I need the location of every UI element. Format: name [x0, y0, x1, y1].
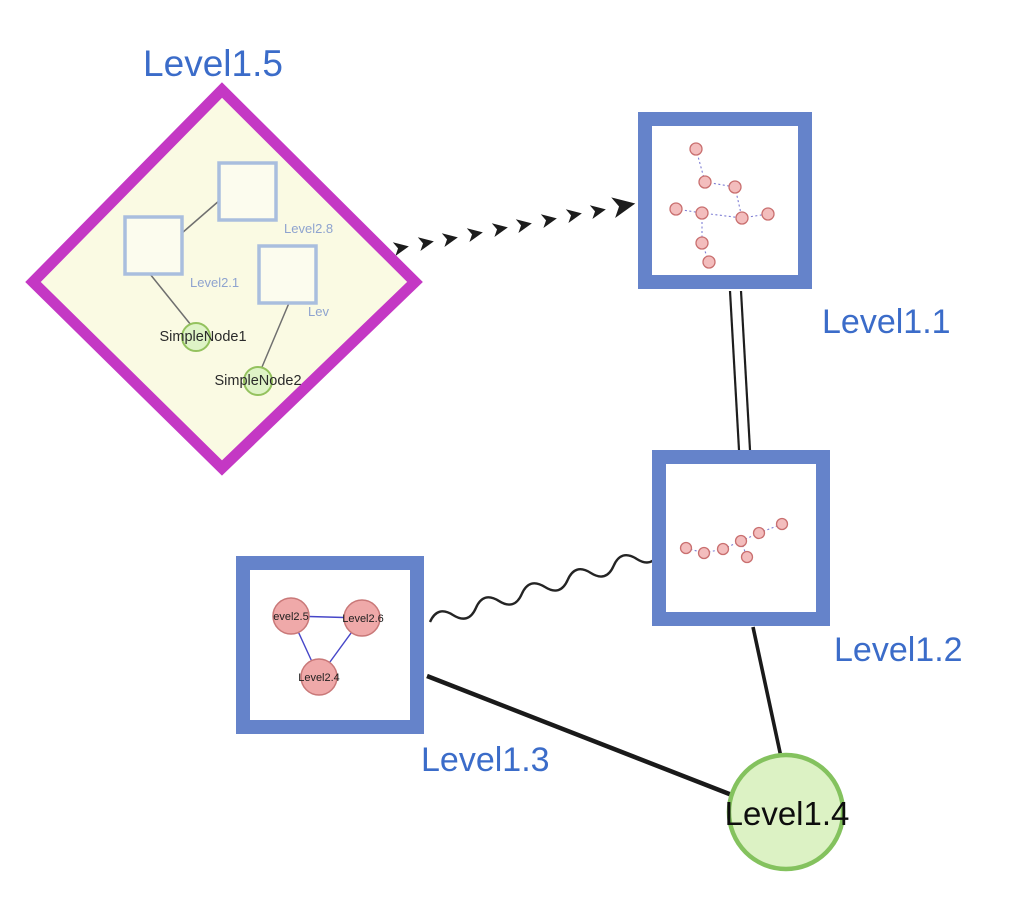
mini-node[interactable] — [689, 142, 703, 156]
node-level1-4-label: Level1.4 — [725, 795, 850, 832]
node-level1-5[interactable]: Level2.8 Level2.1 Lev SimpleNode1 Simple… — [25, 82, 423, 476]
mini-node[interactable] — [761, 207, 775, 221]
mini-edge[interactable] — [740, 532, 760, 542]
edge-level1-1-to-level1-2[interactable] — [728, 290, 752, 451]
arrowhead-icon — [611, 193, 638, 218]
node-level1-3[interactable]: evel2.5 Level2.6 Level2.4 — [236, 556, 424, 734]
mini-node[interactable] — [734, 534, 748, 548]
mini-node[interactable] — [669, 202, 683, 216]
node-level1-5-label: Level1.5 — [143, 43, 283, 84]
node-level2-5-label: evel2.5 — [273, 611, 308, 623]
double-edge-line[interactable] — [739, 290, 752, 451]
node-level2-6-label: Level2.6 — [342, 613, 384, 625]
inner-edge[interactable] — [181, 199, 221, 234]
mini-edge[interactable] — [703, 548, 724, 554]
node-level2-8-label: Level2.8 — [284, 221, 333, 236]
node-level2-4-label: Level2.4 — [298, 672, 340, 684]
node-level2-1[interactable] — [123, 215, 184, 276]
edge-level1-2-to-level1-4[interactable] — [751, 626, 783, 758]
mini-node[interactable] — [695, 236, 709, 250]
edge-level1-5-to-level1-1[interactable] — [392, 193, 638, 256]
edge-level1-3-to-level1-4[interactable] — [426, 673, 738, 800]
mini-node[interactable] — [702, 255, 716, 269]
diamond-shape[interactable] — [25, 82, 423, 476]
node-level1-2[interactable] — [652, 450, 830, 626]
mini-node[interactable] — [697, 546, 711, 560]
node-simplenode2[interactable] — [243, 366, 273, 396]
mini-node[interactable] — [740, 550, 754, 564]
mini-node[interactable] — [679, 541, 693, 555]
inner-edge[interactable] — [149, 273, 192, 326]
mini-node[interactable] — [698, 175, 712, 189]
mini-edge[interactable] — [701, 242, 710, 263]
node-simplenode2-label: SimpleNode2 — [214, 373, 301, 389]
mini-node[interactable] — [735, 211, 749, 225]
node-level2-5[interactable] — [272, 597, 310, 635]
node-level1-3-label: Level1.3 — [421, 741, 550, 779]
mini-edge[interactable] — [722, 540, 742, 550]
node-simplenode1-label: SimpleNode1 — [159, 329, 246, 345]
node-level2-4[interactable] — [300, 658, 338, 696]
mini-node[interactable] — [775, 517, 789, 531]
group-box-shape[interactable] — [236, 556, 424, 734]
node-level1-1-label: Level1.1 — [822, 303, 951, 341]
mini-node[interactable] — [752, 526, 766, 540]
double-edge-line[interactable] — [728, 290, 741, 451]
node-level1-4[interactable] — [726, 752, 846, 872]
node-level1-2-label: Level1.2 — [834, 631, 963, 669]
node-simplenode1[interactable] — [181, 322, 211, 352]
node-level1-1[interactable] — [638, 112, 812, 289]
node-lev-label: Lev — [308, 304, 329, 319]
node-lev[interactable] — [257, 244, 318, 305]
mini-edge[interactable] — [685, 547, 705, 554]
node-level2-1-label: Level2.1 — [190, 275, 239, 290]
node-level2-6[interactable] — [343, 599, 381, 637]
edge-level1-3-to-level1-2[interactable] — [428, 545, 662, 629]
mini-node[interactable] — [728, 180, 742, 194]
node-level2-8[interactable] — [217, 161, 278, 222]
group-box-shape[interactable] — [638, 112, 812, 289]
mini-graph-nodes[interactable] — [679, 517, 789, 564]
inner-edge[interactable] — [261, 302, 290, 368]
mini-node[interactable] — [716, 542, 730, 556]
mini-graph-nodes[interactable] — [669, 142, 775, 269]
mini-node[interactable] — [695, 206, 709, 220]
